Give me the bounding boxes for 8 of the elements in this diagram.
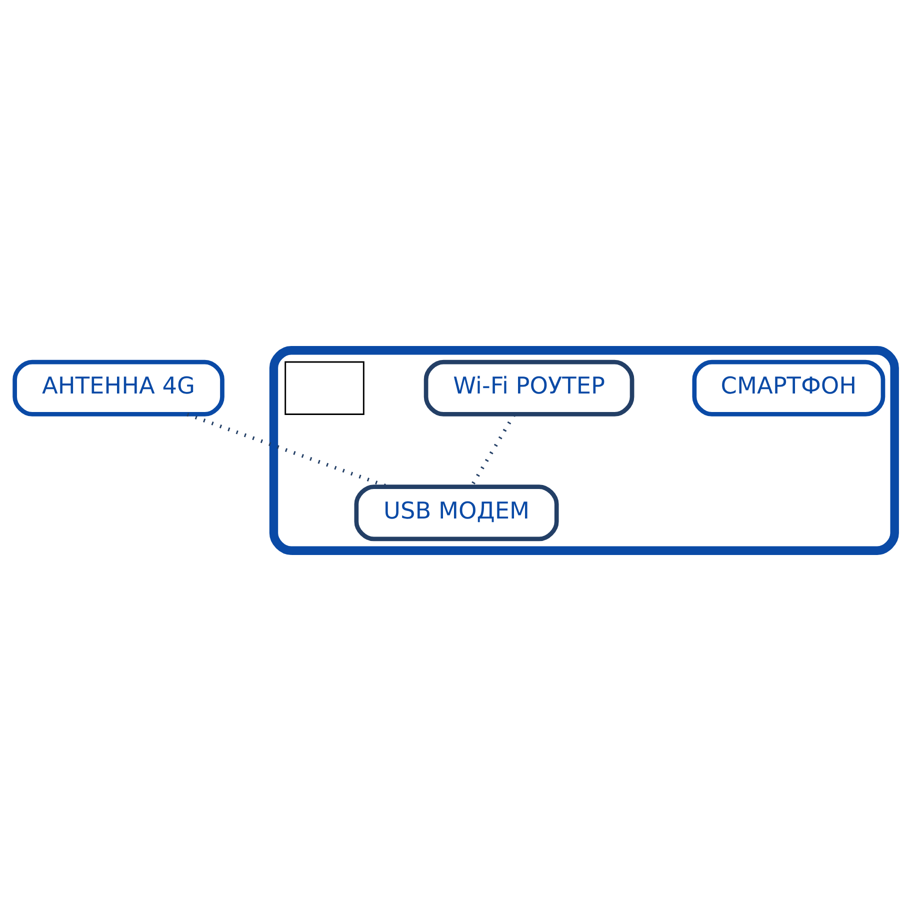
cluster [268, 346, 898, 554]
connector [469, 413, 516, 488]
node-box: Wi-Fi РОУТЕР [423, 359, 634, 416]
node-box [284, 360, 364, 414]
node-box: USB МОДЕМ [354, 484, 558, 541]
node-box: АНТЕННА 4G [12, 359, 224, 416]
connector [186, 412, 388, 488]
node-box: СМАРТФОН [692, 359, 885, 416]
